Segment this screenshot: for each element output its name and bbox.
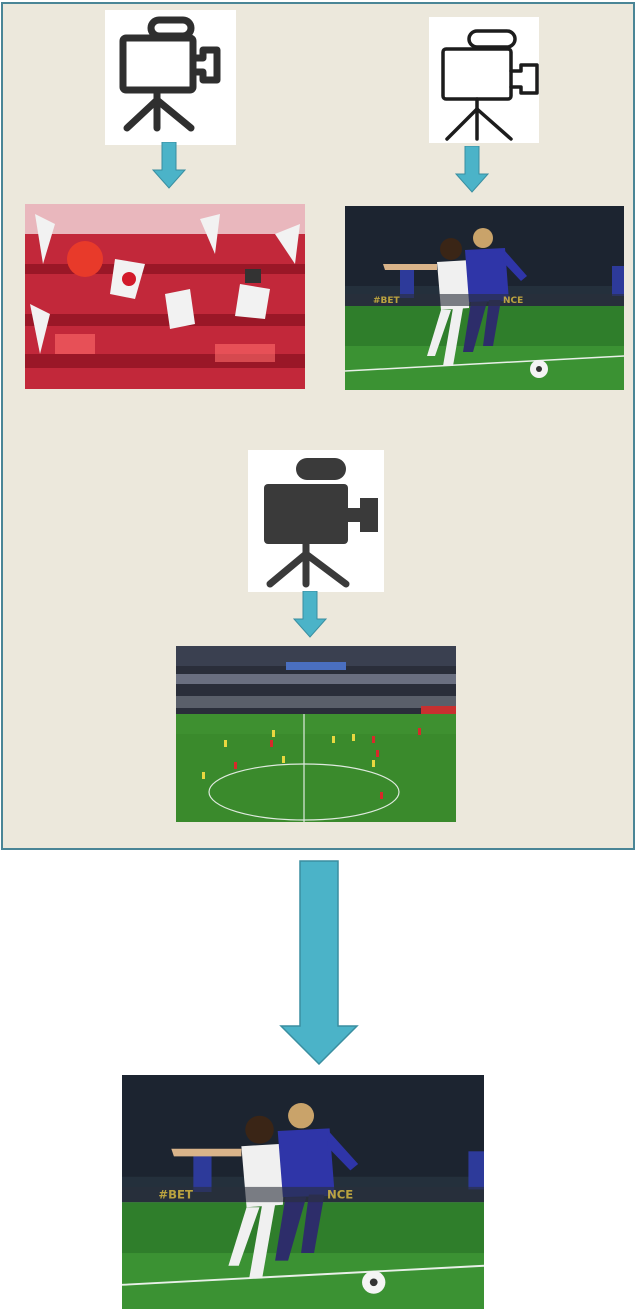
camera-views-panel: #BET NCE: [1, 2, 635, 850]
svg-text:NCE: NCE: [503, 296, 523, 306]
selected-close-up-output-image: #BET NCE: [122, 1075, 484, 1309]
large-down-arrow-icon: [279, 860, 359, 1065]
camera-3-card: [248, 450, 384, 592]
crowd-with-red-flags-image: [25, 204, 305, 389]
video-camera-on-tripod-icon: [105, 10, 236, 145]
wide-stadium-pitch-view-image: [176, 646, 456, 822]
down-arrow-icon: [152, 142, 186, 190]
video-camera-on-tripod-filled-icon: [248, 450, 384, 592]
camera-2-card: [429, 17, 539, 143]
down-arrow-icon: [455, 146, 489, 194]
camera-1-card: [105, 10, 236, 145]
two-players-close-up-image: #BET NCE: [345, 206, 624, 390]
svg-text:NCE: NCE: [327, 1187, 353, 1201]
svg-text:#BET: #BET: [158, 1187, 193, 1201]
video-camera-on-tripod-outline-icon: [429, 17, 539, 143]
svg-text:#BET: #BET: [373, 296, 401, 306]
down-arrow-icon: [293, 591, 327, 639]
